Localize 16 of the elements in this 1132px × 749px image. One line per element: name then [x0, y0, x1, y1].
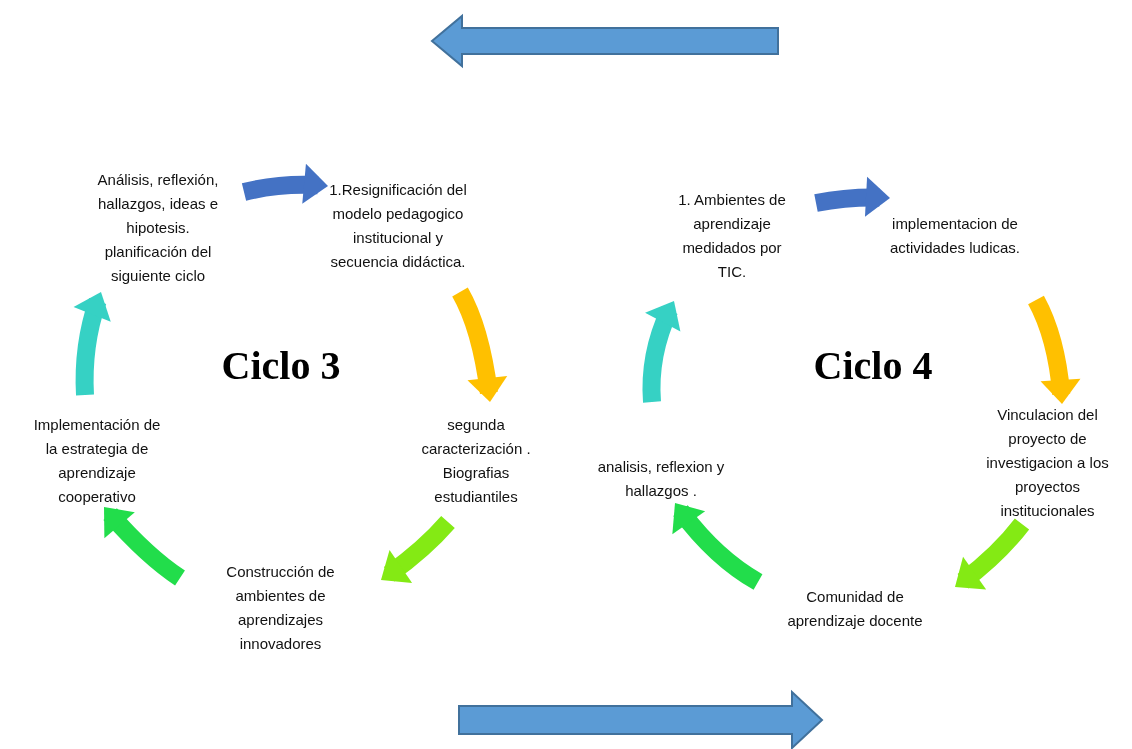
curved-arrow — [814, 177, 891, 217]
step-text: segunda caracterización . Biografias estudiantiles — [411, 413, 541, 509]
cycle-title: Ciclo 4 — [813, 341, 933, 389]
step-text: Comunidad de aprendizaje docente — [780, 585, 930, 633]
step-text: Implementación de la estrategia de aprendizaje cooperativo — [27, 413, 167, 509]
step-text: implementacion de actividades ludicas. — [880, 212, 1030, 260]
step-text: 1.Resignificación del modelo pedagogico institucional y secuencia didáctica. — [318, 178, 478, 274]
step-text: 1. Ambientes de aprendizaje medidados por TIC. — [672, 188, 792, 284]
curved-arrow — [452, 287, 507, 404]
cycle-title: Ciclo 3 — [221, 341, 341, 389]
step-text: analisis, reflexion y hallazgos . — [586, 455, 736, 503]
curved-arrow — [1028, 295, 1081, 405]
step-text: Vinculacion del proyecto de investigacion a los proyectos institucionales — [975, 403, 1120, 523]
curved-arrow — [242, 164, 329, 205]
step-text: Construcción de ambientes de aprendizajes innovadores — [218, 560, 343, 656]
step-text: Análisis, reflexión, hallazgos, ideas e hipotesis. planificación del siguiente ciclo — [83, 168, 233, 288]
